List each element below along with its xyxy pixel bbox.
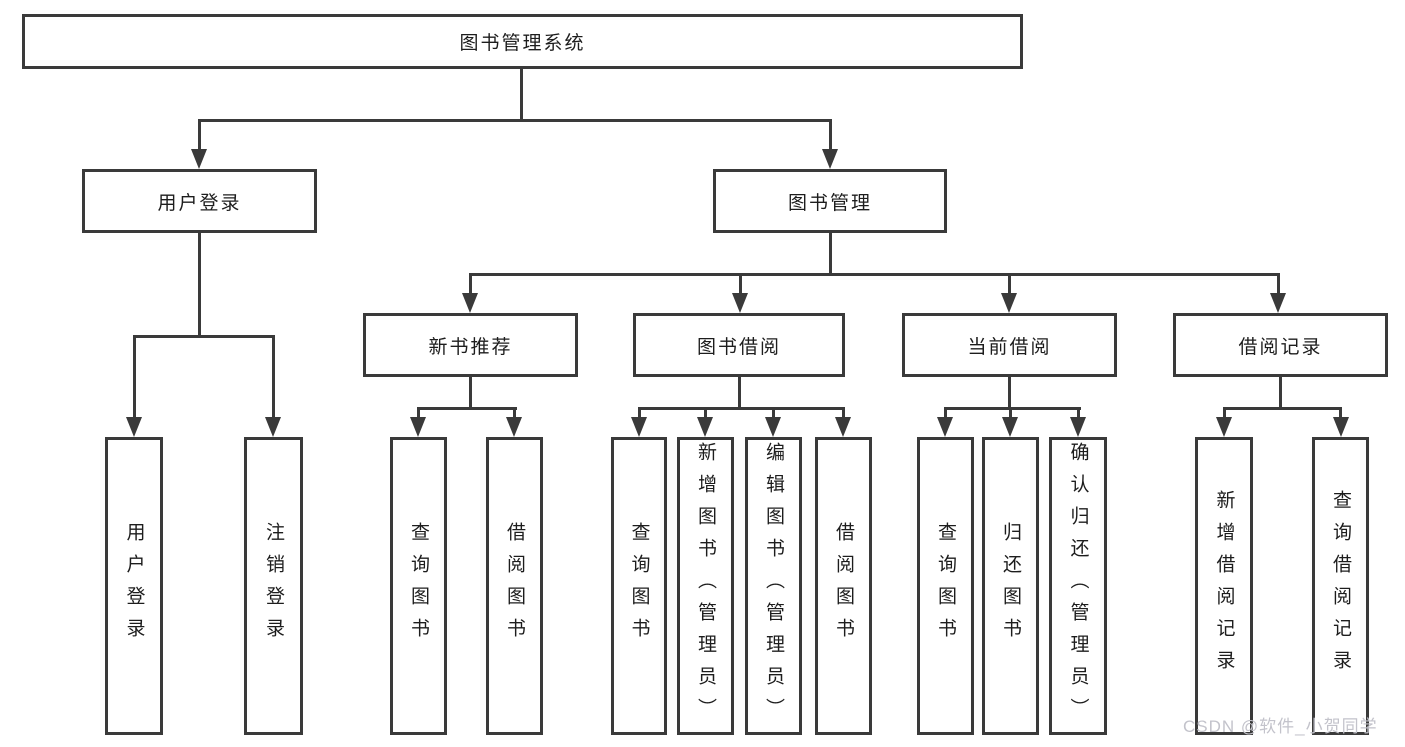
connector-level3-rail: [469, 273, 1280, 276]
connector-to-user-login: [198, 119, 201, 152]
node-book-mgmt: 图书管理: [713, 169, 947, 233]
csdn-watermark: CSDN @软件_小贺同学: [1183, 717, 1378, 736]
arrowhead-to-leaf-query2-icon: [631, 417, 647, 437]
arrowhead-to-leaf-query3-icon: [937, 417, 953, 437]
connector-new-book-stem: [469, 377, 472, 407]
leaf-confirm-return-admin: 确认归还（管理员）: [1049, 437, 1107, 735]
connector-user-login-stem: [198, 233, 201, 335]
arrowhead-to-current-icon: [1001, 293, 1017, 313]
connector-to-leaf-borrow1: [513, 407, 516, 421]
connector-user-login-rail: [133, 335, 275, 338]
connector-new-book-rail: [417, 407, 517, 410]
connector-to-leaf-confirm: [1077, 407, 1080, 421]
arrowhead-to-leaf-login-icon: [126, 417, 142, 437]
connector-records-rail: [1223, 407, 1342, 410]
arrowhead-to-leaf-edit-book-icon: [765, 417, 781, 437]
connector-to-leaf-logout: [272, 335, 275, 421]
arrowhead-to-new-book-icon: [462, 293, 478, 313]
arrowhead-to-leaf-query-record-icon: [1333, 417, 1349, 437]
connector-current-stem: [1008, 377, 1011, 407]
leaf-query-books-2: 查询图书: [611, 437, 667, 735]
node-book-mgmt-label: 图书管理: [787, 192, 872, 214]
leaf-edit-book-admin-label: 编辑图书（管理员）: [763, 442, 784, 730]
connector-to-leaf-add-book: [704, 407, 707, 421]
leaf-query-books-2-label: 查询图书: [628, 522, 650, 650]
connector-to-leaf-query3: [944, 407, 947, 421]
arrowhead-to-leaf-logout-icon: [265, 417, 281, 437]
connector-records-stem: [1279, 377, 1282, 407]
node-book-borrow: 图书借阅: [633, 313, 845, 377]
connector-to-leaf-query-record: [1339, 407, 1342, 421]
arrowhead-to-leaf-borrow2-icon: [835, 417, 851, 437]
node-borrow-records: 借阅记录: [1173, 313, 1388, 377]
node-root-label: 图书管理系统: [459, 33, 586, 54]
arrowhead-to-leaf-query1-icon: [410, 417, 426, 437]
connector-level2-rail: [198, 119, 832, 122]
leaf-edit-book-admin: 编辑图书（管理员）: [745, 437, 802, 735]
connector-to-current: [1008, 273, 1011, 298]
leaf-user-login: 用户登录: [105, 437, 163, 735]
leaf-query-books-3: 查询图书: [917, 437, 974, 735]
connector-to-borrow: [739, 273, 742, 298]
connector-to-leaf-return: [1009, 407, 1012, 421]
connector-root-stem: [520, 69, 523, 119]
node-user-login: 用户登录: [82, 169, 317, 233]
connector-to-leaf-add-record: [1223, 407, 1226, 421]
node-current-borrow-label: 当前借阅: [967, 336, 1052, 358]
leaf-borrow-books-2-label: 借阅图书: [833, 522, 854, 650]
connector-to-leaf-edit-book: [772, 407, 775, 421]
leaf-logout-label: 注销登录: [263, 522, 284, 650]
connector-book-mgmt-stem: [829, 233, 832, 273]
leaf-confirm-return-admin-label: 确认归还（管理员）: [1067, 442, 1089, 730]
leaf-add-borrow-record-label: 新增借阅记录: [1213, 490, 1235, 682]
arrowhead-to-leaf-add-book-icon: [697, 417, 713, 437]
leaf-borrow-books-1: 借阅图书: [486, 437, 543, 735]
arrowhead-to-leaf-confirm-icon: [1070, 417, 1086, 437]
arrowhead-to-leaf-borrow1-icon: [506, 417, 522, 437]
leaf-query-borrow-record: 查询借阅记录: [1312, 437, 1369, 735]
arrowhead-to-user-login-icon: [191, 149, 207, 169]
leaf-query-borrow-record-label: 查询借阅记录: [1330, 490, 1351, 682]
leaf-logout: 注销登录: [244, 437, 303, 735]
arrowhead-to-leaf-add-record-icon: [1216, 417, 1232, 437]
connector-book-borrow-stem: [738, 377, 741, 407]
connector-to-new-book: [469, 273, 472, 298]
arrowhead-to-records-icon: [1270, 293, 1286, 313]
node-root: 图书管理系统: [22, 14, 1023, 69]
leaf-add-book-admin-label: 新增图书（管理员）: [695, 442, 716, 730]
connector-to-leaf-login: [133, 335, 136, 421]
connector-to-records: [1277, 273, 1280, 298]
connector-current-rail: [944, 407, 1081, 410]
node-new-book-rec-label: 新书推荐: [428, 336, 513, 358]
leaf-return-book-label: 归还图书: [1000, 522, 1021, 650]
node-new-book-rec: 新书推荐: [363, 313, 578, 377]
leaf-borrow-books-2: 借阅图书: [815, 437, 872, 735]
leaf-return-book: 归还图书: [982, 437, 1039, 735]
node-borrow-records-label: 借阅记录: [1238, 336, 1323, 358]
arrowhead-to-book-mgmt-icon: [822, 149, 838, 169]
leaf-query-books-3-label: 查询图书: [935, 522, 956, 650]
connector-to-leaf-query2: [638, 407, 641, 421]
connector-to-leaf-borrow2: [842, 407, 845, 421]
connector-to-book-mgmt: [829, 119, 832, 152]
arrowhead-to-borrow-icon: [732, 293, 748, 313]
leaf-add-book-admin: 新增图书（管理员）: [677, 437, 734, 735]
connector-to-leaf-query1: [417, 407, 420, 421]
node-book-borrow-label: 图书借阅: [696, 336, 781, 358]
leaf-query-books-1-label: 查询图书: [408, 522, 429, 650]
arrowhead-to-leaf-return-icon: [1002, 417, 1018, 437]
leaf-query-books-1: 查询图书: [390, 437, 447, 735]
connector-book-borrow-rail: [638, 407, 845, 410]
leaf-user-login-label: 用户登录: [123, 522, 145, 650]
leaf-borrow-books-1-label: 借阅图书: [504, 522, 525, 650]
node-current-borrow: 当前借阅: [902, 313, 1117, 377]
node-user-login-label: 用户登录: [157, 192, 242, 214]
leaf-add-borrow-record: 新增借阅记录: [1195, 437, 1253, 735]
